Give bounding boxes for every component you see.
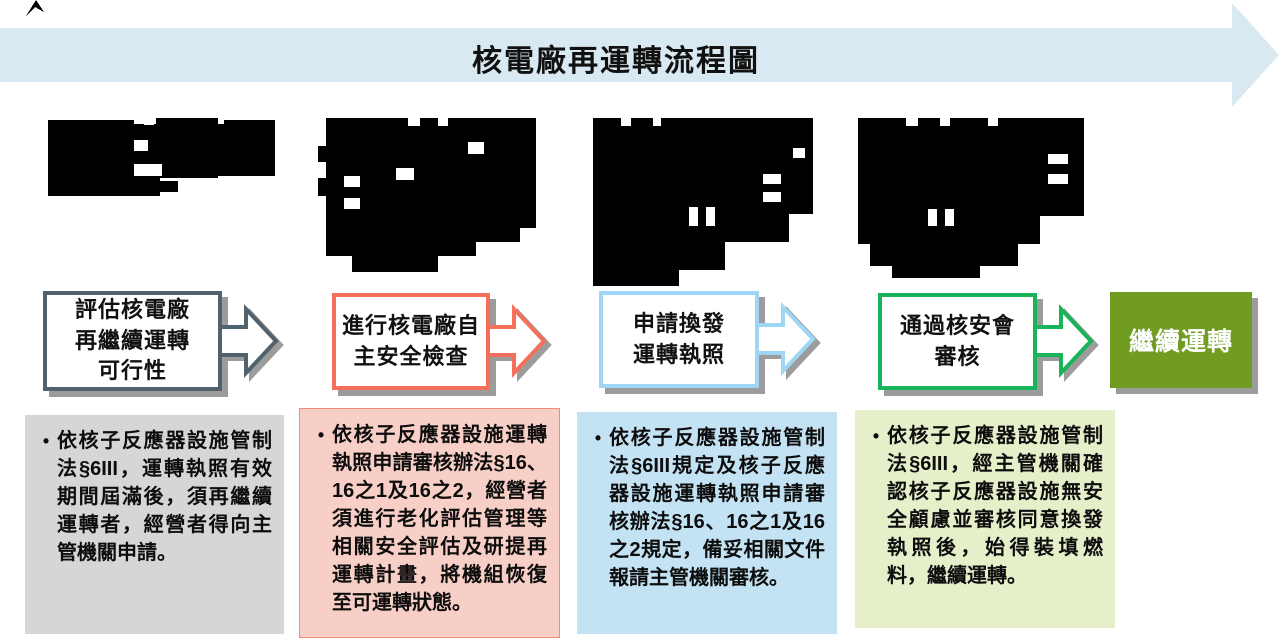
flow-arrow-icon-3 — [757, 301, 816, 377]
redacted-text-block-3 — [593, 118, 813, 286]
banner-arrow-shape — [0, 3, 1279, 107]
step-label-1: 評估核電廠 再繼續運轉 可行性 — [74, 297, 190, 384]
redacted-text-block-1 — [48, 118, 275, 196]
flow-arrow-icon-4 — [1035, 303, 1094, 379]
detail-box-3: • 依核子反應器設施管制法§6III規定及核子反應器設施運轉執照申請審核辦法§1… — [577, 412, 837, 634]
detail-box-2: • 依核子反應器設施運轉執照申請審核辦法§16、16之1及16之2，經營者須進行… — [299, 408, 560, 638]
final-step-box: 繼續運轉 — [1110, 292, 1252, 388]
process-step-box-2: 進行核電廠自 主安全檢查 — [332, 293, 490, 390]
step-label-3: 申請換發 運轉執照 — [632, 311, 725, 367]
bullet-icon: • — [594, 428, 602, 448]
flow-arrow-icon-1 — [220, 303, 279, 379]
flow-arrow-icon-2 — [488, 303, 547, 379]
page-title: 核電廠再運轉流程圖 — [472, 45, 760, 78]
corner-mark — [26, 0, 44, 16]
redacted-text-block-2 — [318, 118, 536, 272]
detail-text-1: 依核子反應器設施管制法§6III，運轉執照有效期間屆滿後，須再繼續運轉者，經營者… — [57, 430, 272, 564]
final-step-label: 繼續運轉 — [1128, 328, 1233, 356]
detail-text-4: 依核子反應器設施管制法§6III，經主管機關確認核子反應器設施無安全顧慮並審核同… — [887, 425, 1103, 587]
step-label-4: 通過核安會 審核 — [899, 313, 1015, 369]
bullet-icon: • — [872, 426, 880, 446]
bullet-icon: • — [317, 425, 325, 445]
bullet-icon: • — [42, 431, 50, 451]
detail-text-2: 依核子反應器設施運轉執照申請審核辦法§16、16之1及16之2，經營者須進行老化… — [332, 424, 547, 614]
process-step-box-3: 申請換發 運轉執照 — [599, 291, 759, 388]
process-step-box-4: 通過核安會 審核 — [878, 293, 1037, 390]
process-step-box-1: 評估核電廠 再繼續運轉 可行性 — [43, 291, 222, 391]
banner-arrow-polygon — [0, 3, 1279, 107]
redacted-text-block-4 — [858, 118, 1084, 278]
detail-box-1: • 依核子反應器設施管制法§6III，運轉執照有效期間屆滿後，須再繼續運轉者，經… — [25, 415, 284, 634]
step-label-2: 進行核電廠自 主安全檢查 — [341, 313, 480, 369]
detail-text-3: 依核子反應器設施管制法§6III規定及核子反應器設施運轉執照申請審核辦法§16、… — [609, 427, 825, 589]
detail-box-4: • 依核子反應器設施管制法§6III，經主管機關確認核子反應器設施無安全顧慮並審… — [855, 410, 1115, 628]
